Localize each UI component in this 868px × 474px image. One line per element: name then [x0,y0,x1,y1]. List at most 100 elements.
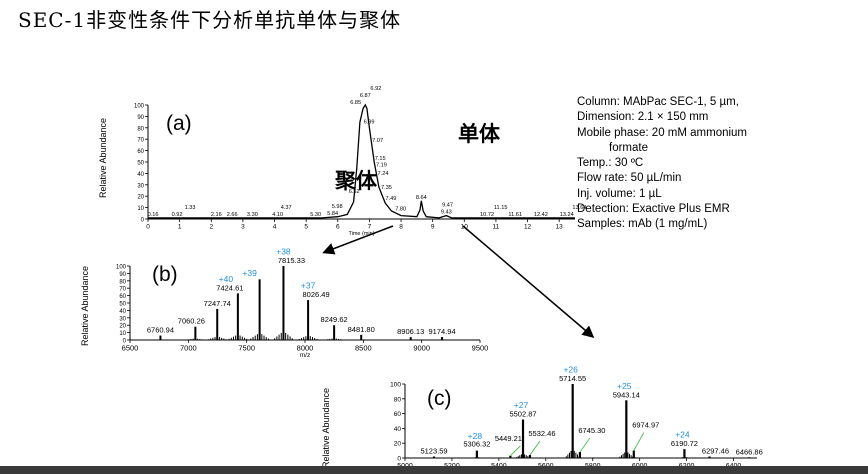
x-tick-label: 0 [146,224,150,231]
y-tick-label: 0 [397,456,401,463]
arrows [322,225,595,338]
y-tick-label: 90 [137,115,144,121]
y-tick-label: 70 [137,138,144,144]
chart-c: 0204060801005000520054005600580060006200… [390,365,763,471]
peak-label: 7815.33 [278,256,305,265]
peak-label: 5306.32 [463,440,490,449]
y-tick-label: 80 [119,279,126,285]
aggregate-label: 聚体 [335,169,377,193]
x-axis-label: m/z [300,352,310,359]
peak-label: 6466.86 [736,447,763,456]
y-tick-label: 40 [394,426,402,433]
peak-label: 7.07 [372,138,383,144]
peak-label: 6.99 [364,119,375,125]
peak-label: 2.66 [227,212,238,218]
y-tick-label: 10 [137,206,144,212]
x-tick-label: 4 [273,224,277,231]
peak-label: 13.24 [560,212,574,218]
peak-label: 12.42 [534,212,548,218]
peak-label: 9.43 [441,210,452,216]
peak-label: 5714.55 [559,374,586,383]
info-line: Inj. volume: 1 µL [577,187,662,200]
peak-label: 8906.13 [397,327,424,336]
peak-label: 4.37 [281,205,292,211]
charge-state-label: +25 [617,381,632,391]
peak-label: 2.16 [211,212,222,218]
x-tick-label: 11 [493,224,500,231]
peak-label: 5532.46 [528,429,555,438]
peak-label: 7.15 [375,156,386,162]
charge-state-label: +37 [301,281,316,291]
peak-label: 5449.21 [495,434,522,443]
peak-label: 5943.14 [613,390,640,399]
peak-label: 13.64 [572,205,586,211]
x-tick-label: 9000 [413,344,430,353]
peak-label: 6190.72 [671,439,698,448]
annotation-leader-line [529,440,541,456]
annotation-leader-line [633,432,645,451]
y-tick-label: 100 [134,104,145,110]
info-line: Samples: mAb (1 mg/mL) [577,218,708,231]
peak-label: 7.19 [376,163,387,169]
peak-label: 6.52 [349,189,360,195]
x-tick-label: 8500 [355,344,372,353]
x-tick-label: 1 [178,224,182,231]
peak-label: 6.92 [370,86,381,92]
chromatogram-trace [148,103,575,219]
info-line: Detection: Exactive Plus EMR [577,203,730,216]
y-tick-label: 50 [119,302,126,308]
slide-title: SEC-1非变性条件下分析单抗单体与聚体 [18,8,402,32]
peak-label: 8481.80 [348,325,375,334]
y-tick-label: 10 [119,331,126,337]
y-tick-label: 70 [119,287,126,293]
peak-label: 8249.62 [321,315,348,324]
annotation-leader-line [579,437,591,453]
peak-label: 0.92 [172,212,183,218]
y-tick-label: 20 [137,195,144,201]
peak-label: 10.72 [480,212,494,218]
info-line: Temp.: 30 ºC [577,157,644,170]
peak-label: 9174.94 [429,327,456,336]
x-tick-label: 9 [431,224,435,231]
peak-label: 7424.61 [216,283,243,292]
peak-label: 6974.97 [632,421,659,430]
x-tick-label: 6 [336,224,340,231]
arrow-to-b [322,225,394,255]
peak-label: 7247.74 [204,299,231,308]
peak-label: 6297.46 [702,447,729,456]
y-tick-label: 100 [116,265,127,271]
x-tick-label: 3 [241,224,245,231]
peak-label: 5.30 [310,212,321,218]
y-tick-label: 0 [141,218,145,224]
peak-label: 8.64 [416,195,427,201]
y-axis-label-a: Relative Abundance [98,117,108,198]
monomer-label: 单体 [458,122,500,146]
y-tick-label: 40 [137,172,144,178]
x-tick-label: 9500 [472,344,489,353]
peak-label: 3.30 [247,212,258,218]
y-tick-label: 0 [123,339,127,345]
x-tick-label: 8 [399,224,403,231]
charge-state-label: +38 [276,247,291,257]
peak-label: 8026.49 [303,290,330,299]
y-axis-label-b: Relative Abundance [80,265,90,346]
panel-b-label: (b) [152,263,178,286]
x-tick-label: 7 [368,224,372,231]
y-tick-label: 60 [394,411,402,418]
peak-label: 5123.59 [420,447,447,456]
charge-state-label: +27 [514,400,529,410]
y-tick-label: 80 [137,126,144,132]
conditions-text: Column: MAbPac SEC-1, 5 µm, Dimension: 2… [577,95,747,233]
x-tick-label: 13 [556,224,564,231]
peak-label: 0.16 [148,212,159,218]
peak-label: 7.80 [395,207,406,213]
y-tick-label: 60 [137,149,144,155]
peak-label: 7060.26 [178,317,205,326]
x-tick-label: 5 [304,224,308,231]
peak-label: 11.15 [494,205,508,211]
peak-label: 6.85 [350,100,361,106]
peak-label: 5.98 [332,204,343,210]
peak-label: 5.84 [327,211,338,217]
x-tick-label: 8000 [297,344,314,353]
charge-state-label: +39 [242,268,257,278]
